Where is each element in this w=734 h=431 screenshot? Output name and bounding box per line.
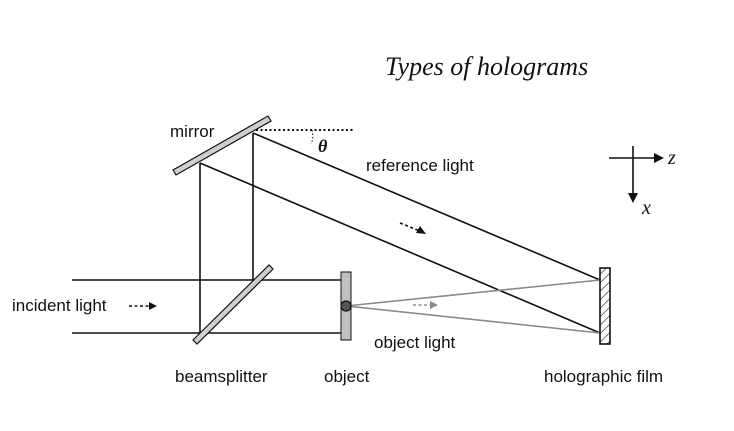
reference-light-label: reference light bbox=[366, 156, 474, 175]
object-label: object bbox=[324, 367, 370, 386]
beamsplitter-label: beamsplitter bbox=[175, 367, 268, 386]
z-axis-label: z bbox=[667, 147, 676, 169]
incident-light-label: incident light bbox=[12, 296, 107, 315]
theta-arc bbox=[310, 129, 314, 145]
x-axis-label: x bbox=[641, 197, 651, 219]
reference-beam-bottom bbox=[199, 162, 601, 334]
mirror-label: mirror bbox=[170, 122, 215, 141]
holographic-film-plate bbox=[599, 267, 611, 345]
reference-beam-top bbox=[252, 132, 601, 281]
object-beam-bottom bbox=[345, 305, 601, 334]
reference-arrow bbox=[399, 222, 426, 234]
object-light-label: object light bbox=[374, 333, 456, 352]
holographic-film-label: holographic film bbox=[544, 367, 663, 386]
beamsplitter-shape bbox=[192, 264, 274, 345]
coordinate-axes: z x bbox=[609, 146, 676, 219]
diagram-title: Types of holograms bbox=[385, 52, 588, 81]
object-beam-top bbox=[345, 279, 601, 307]
object-point bbox=[340, 300, 352, 312]
x-axis-arrowhead bbox=[628, 193, 638, 203]
theta-label: θ bbox=[318, 136, 328, 156]
z-axis-arrowhead bbox=[654, 153, 664, 163]
object-light-arrow bbox=[413, 301, 438, 309]
mirror-shape bbox=[172, 115, 272, 176]
incident-arrow bbox=[129, 302, 157, 310]
